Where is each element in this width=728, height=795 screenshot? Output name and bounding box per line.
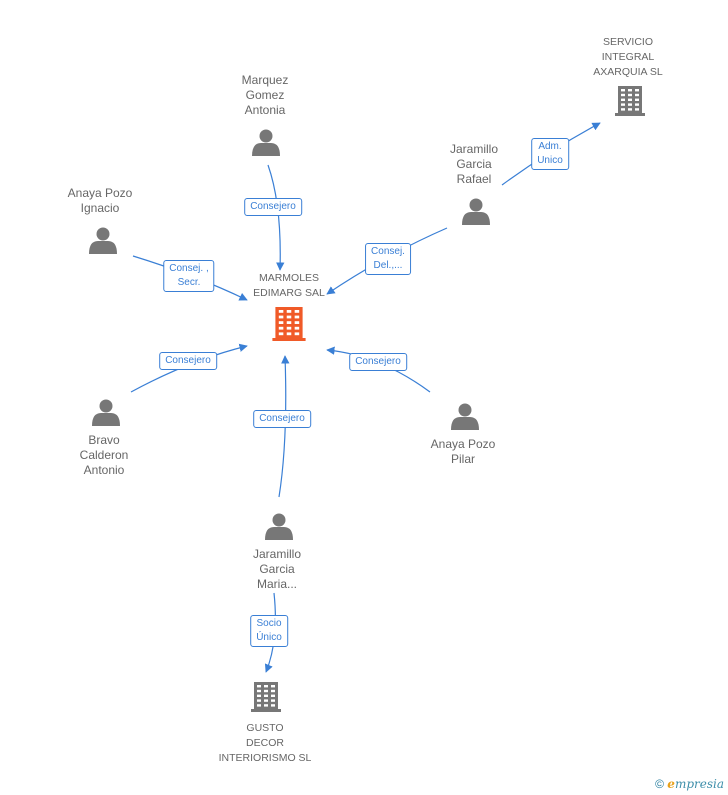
- edge-label-e4[interactable]: Adm.Unico: [531, 138, 569, 170]
- brand-logo: empresia: [667, 777, 724, 791]
- person-icon[interactable]: [252, 129, 280, 157]
- person-icon[interactable]: [89, 227, 117, 255]
- building-icon[interactable]: [615, 86, 645, 116]
- person-icon[interactable]: [92, 399, 120, 427]
- edge-label-e7[interactable]: Consejero: [253, 410, 311, 428]
- person-icon[interactable]: [265, 513, 293, 541]
- copyright-symbol: ©: [655, 777, 664, 791]
- person-icon[interactable]: [451, 403, 479, 431]
- person-icon[interactable]: [462, 198, 490, 226]
- edge-label-e1[interactable]: Consejero: [244, 198, 302, 216]
- edge-label-e2[interactable]: Consej. ,Secr.: [163, 260, 215, 292]
- edge-label-e5[interactable]: Consejero: [159, 352, 217, 370]
- edge-jaramillo_maria-to-marmoles: [278, 355, 290, 498]
- edge-label-e6[interactable]: Consejero: [349, 353, 407, 371]
- building-icon[interactable]: [251, 682, 281, 712]
- edge-marquez-to-marmoles: [267, 164, 285, 271]
- edge-label-e3[interactable]: Consej.Del.,...: [365, 243, 411, 275]
- edges-layer: [130, 122, 601, 673]
- footer-brand[interactable]: © empresia: [655, 777, 724, 791]
- icons-layer: [89, 86, 645, 712]
- building-icon[interactable]: [272, 307, 306, 341]
